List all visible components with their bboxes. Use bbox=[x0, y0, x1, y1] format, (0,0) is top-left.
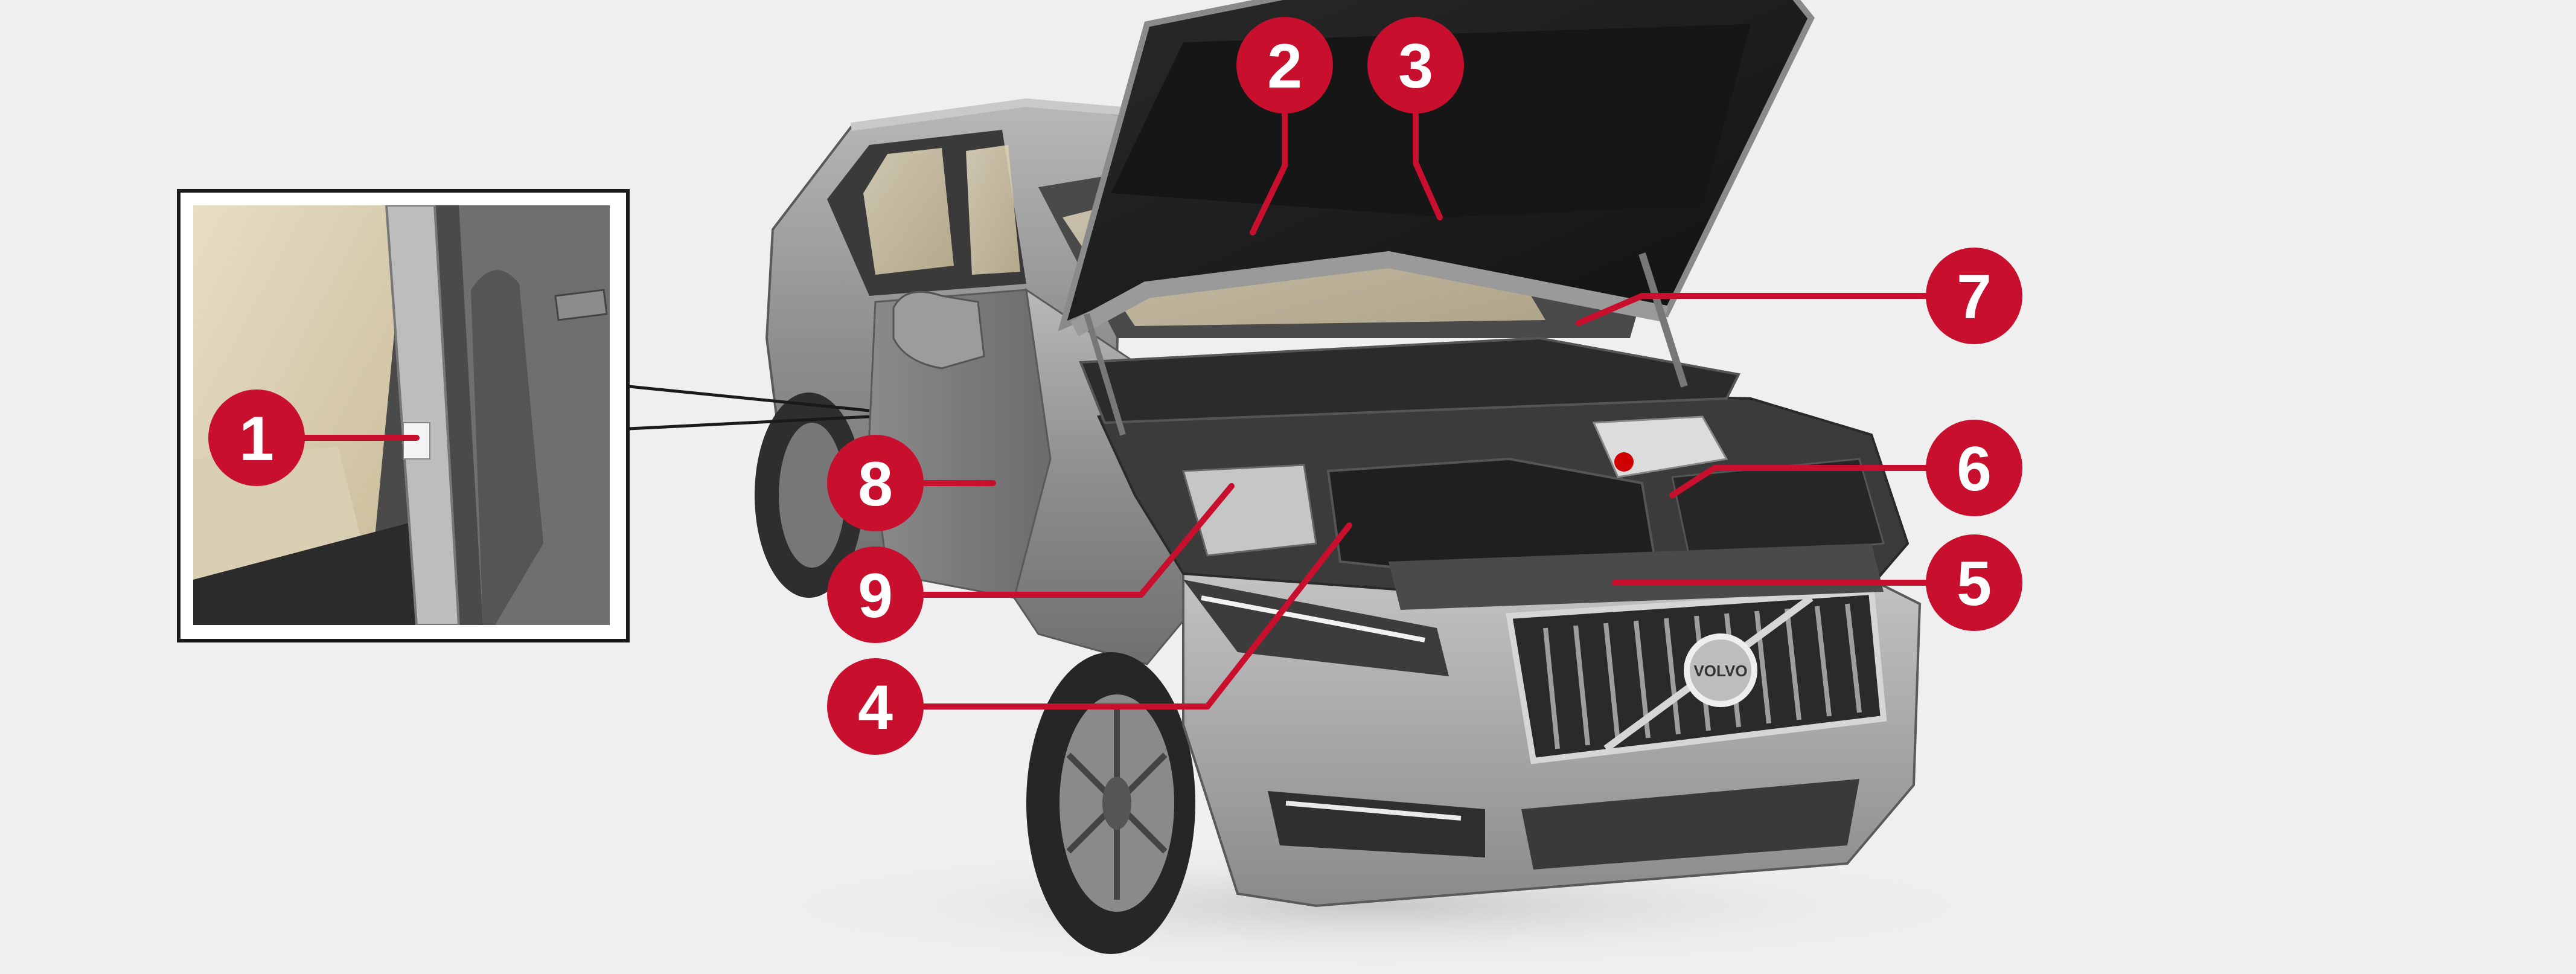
callout-1-label: 1 bbox=[239, 404, 274, 474]
callout-5-badge bbox=[1926, 534, 2022, 631]
callout-8-badge bbox=[827, 435, 924, 531]
callout-4-badge bbox=[827, 658, 924, 755]
cowl-panel bbox=[1079, 336, 1740, 425]
leader-6 bbox=[1669, 465, 1935, 498]
leader-2 bbox=[1250, 94, 1288, 235]
hood-strut bbox=[1638, 252, 1688, 388]
callout-2: 2 bbox=[1236, 17, 1333, 114]
callout-7-label: 7 bbox=[1957, 262, 1992, 332]
callout-2-label: 2 bbox=[1267, 31, 1302, 101]
callout-9: 9 bbox=[827, 546, 924, 643]
inset-connector-upper bbox=[628, 385, 870, 412]
radiator-panel bbox=[1389, 543, 1884, 610]
callout-3-badge bbox=[1367, 17, 1464, 114]
inset-door-handle bbox=[554, 289, 608, 321]
leader-7 bbox=[1576, 293, 1935, 326]
callout-6: 6 bbox=[1926, 420, 2022, 516]
callout-4-label: 4 bbox=[858, 673, 893, 743]
callout-4: 4 bbox=[827, 658, 924, 755]
callout-6-badge bbox=[1926, 420, 2022, 516]
callout-1-badge bbox=[208, 389, 305, 486]
callout-2-badge bbox=[1236, 17, 1333, 114]
leader-lines bbox=[299, 94, 1935, 710]
inset-connector-lower bbox=[628, 415, 870, 431]
inset-detail bbox=[177, 189, 870, 642]
side-mirror bbox=[892, 290, 985, 370]
emblem-text: VOLVO bbox=[1693, 662, 1747, 680]
callout-9-badge bbox=[827, 546, 924, 643]
callout-3-label: 3 bbox=[1398, 31, 1433, 101]
callout-6-label: 6 bbox=[1957, 434, 1992, 504]
callout-7: 7 bbox=[1926, 248, 2022, 344]
leader-9 bbox=[915, 483, 1235, 598]
callout-5-label: 5 bbox=[1957, 549, 1992, 619]
leader-4 bbox=[915, 522, 1352, 710]
callout-3: 3 bbox=[1367, 17, 1464, 114]
volvo-emblem bbox=[1684, 633, 1757, 707]
reservoir-cap-red bbox=[1614, 452, 1634, 472]
inset-b-pillar bbox=[385, 205, 461, 625]
callout-8: 8 bbox=[827, 435, 924, 531]
callout-5: 5 bbox=[1926, 534, 2022, 631]
car-illustration: VOLVO bbox=[755, 0, 1922, 954]
callout-8-label: 8 bbox=[858, 449, 893, 519]
callout-1: 1 bbox=[208, 389, 305, 486]
callout-7-badge bbox=[1926, 248, 2022, 344]
engine-left-components bbox=[1182, 464, 1317, 557]
leader-3 bbox=[1413, 94, 1443, 220]
callout-9-label: 9 bbox=[858, 561, 893, 631]
